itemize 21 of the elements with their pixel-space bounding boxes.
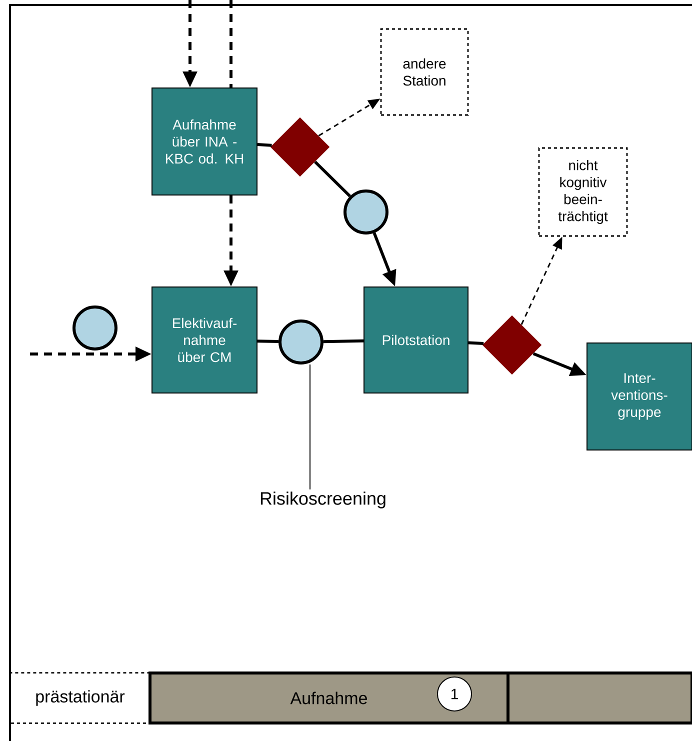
connector-line <box>323 339 364 344</box>
process-box: Pilotstation <box>364 286 468 394</box>
event-circle <box>278 320 324 364</box>
process-box: Aufnahme über INA - KBC od. KH <box>152 88 258 196</box>
event-circle <box>344 190 388 234</box>
decision-diamond <box>270 117 330 177</box>
process-box: Elektivauf- nahme über CM <box>152 286 258 394</box>
callout-number: 1 <box>437 676 472 712</box>
event-circle <box>72 306 118 350</box>
annotation-text: Risikoscreening <box>260 492 386 508</box>
phase-label: prästationär <box>36 690 125 706</box>
phase-band <box>506 672 692 724</box>
decision-diamond <box>482 315 542 375</box>
process-box: Inter- ventions- gruppe <box>586 342 692 450</box>
dashed-box: andere Station <box>380 28 469 116</box>
connector-line <box>468 341 484 346</box>
connector-line <box>230 0 232 88</box>
connector-line <box>257 143 272 147</box>
connector-line <box>314 160 352 198</box>
connector-line <box>257 340 279 344</box>
dashed-box: nicht kognitiv beein- trächtigt <box>538 147 628 237</box>
